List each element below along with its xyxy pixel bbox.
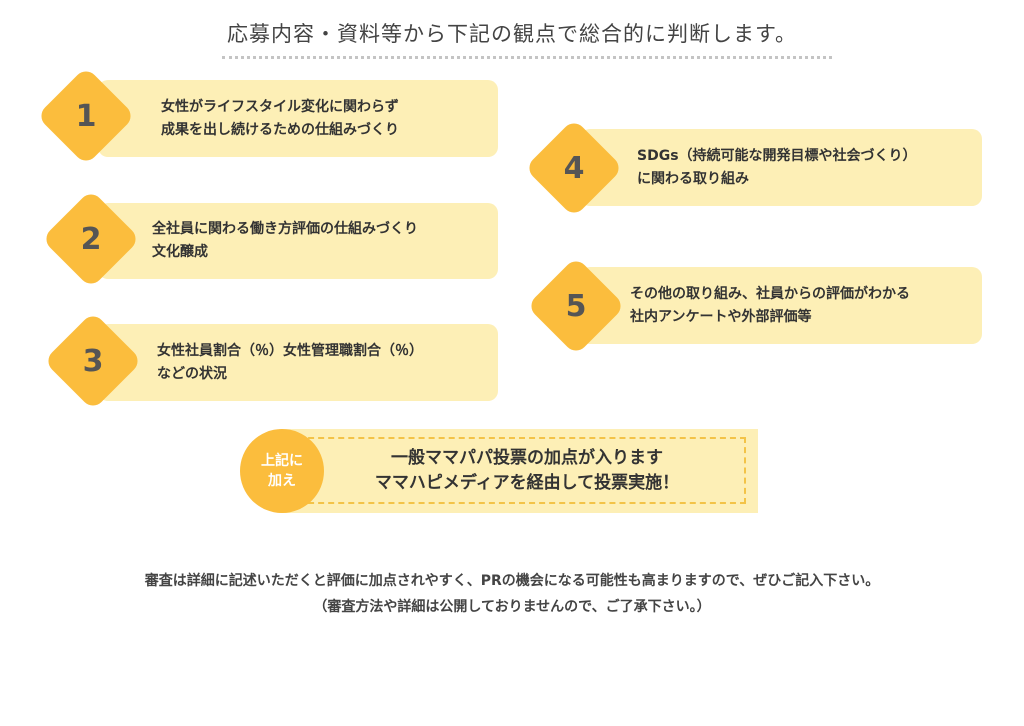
criterion-box: その他の取り組み、社員からの評価がわかる 社内アンケートや外部評価等 <box>580 267 982 344</box>
bonus-badge: 上記に 加え <box>240 429 324 513</box>
review-disclaimer: （審査方法や詳細は公開しておりませんので、ご了承下さい。） <box>313 599 711 615</box>
heading-dotted-divider <box>222 56 832 59</box>
criterion-box: 女性がライフスタイル変化に関わらず 成果を出し続けるための仕組みづくり <box>98 80 498 157</box>
criterion-number: 5 <box>565 288 587 324</box>
bonus-text: 一般ママパパ投票の加点が入ります ママハピメディアを経由して投票実施！ <box>374 448 680 493</box>
criterion-text: その他の取り組み、社員からの評価がわかる 社内アンケートや外部評価等 <box>630 285 910 325</box>
review-note: 審査は詳細に記述いただくと評価に加点されやすく、PRの機会になる可能性も高まりま… <box>144 573 880 589</box>
criterion-number: 2 <box>80 221 102 257</box>
criterion-number: 1 <box>75 98 97 134</box>
criterion-box: 全社員に関わる働き方評価の仕組みづくり 文化醸成 <box>98 203 498 279</box>
criterion-box: 女性社員割合（％）女性管理職割合（％） などの状況 <box>98 324 498 401</box>
criterion-text: 女性がライフスタイル変化に関わらず 成果を出し続けるための仕組みづくり <box>161 98 399 138</box>
criterion-text: 全社員に関わる働き方評価の仕組みづくり 文化醸成 <box>152 221 418 260</box>
criterion-text: SDGs（持続可能な開発目標や社会づくり） に関わる取り組み <box>637 147 917 187</box>
page-heading: 応募内容・資料等から下記の観点で総合的に判断します。 <box>227 22 797 46</box>
criterion-number: 4 <box>563 150 585 186</box>
criterion-box: SDGs（持続可能な開発目標や社会づくり） に関わる取り組み <box>580 129 982 206</box>
bonus-panel <box>279 429 758 513</box>
criterion-number: 3 <box>82 343 104 379</box>
criterion-text: 女性社員割合（％）女性管理職割合（％） などの状況 <box>157 342 423 382</box>
